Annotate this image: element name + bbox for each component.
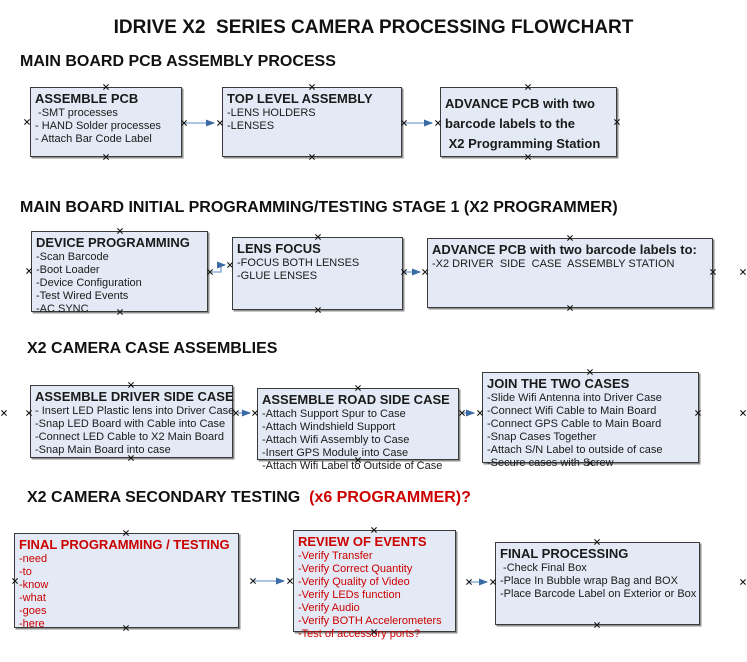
box-item: -LENS HOLDERS <box>227 107 316 119</box>
box-item: -Snap Main Board into case <box>35 444 171 456</box>
box-item: -Place Barcode Label on Exterior or Box <box>500 588 697 600</box>
box-item: -Verify Transfer <box>298 550 373 562</box>
box-item: -Attach Windshield Support <box>262 421 396 433</box>
box-title: ASSEMBLE DRIVER SIDE CASE <box>35 389 234 404</box>
box-device-programming: DEVICE PROGRAMMING -Scan Barcode -Boot L… <box>31 231 208 315</box>
box-assemble-pcb: ASSEMBLE PCB -SMT processes - HAND Solde… <box>30 87 182 157</box>
box-item: -Verify LEDs function <box>298 589 401 601</box>
box-final-programming-testing: FINAL PROGRAMMING / TESTING -need -to -k… <box>14 533 239 630</box>
box-item: -Connect LED Cable to X2 Main Board <box>35 431 224 443</box>
box-item: -SMT processes <box>35 107 118 119</box>
box-item: -Scan Barcode <box>36 251 109 263</box>
heading-black-part: X2 CAMERA SECONDARY TESTING <box>27 489 310 506</box>
box-title: DEVICE PROGRAMMING <box>36 235 190 250</box>
anchor-x-icons <box>0 83 747 636</box>
box-title: ADVANCE PCB with two barcode labels to: <box>432 242 697 257</box>
box-item: -what <box>19 592 46 604</box>
box-item: -Insert GPS Module into Case <box>262 447 409 459</box>
box-item: -to <box>19 566 32 578</box>
box-item: -Verify Audio <box>298 602 360 614</box>
box-item: -need <box>19 553 48 565</box>
box-top-level-assembly: TOP LEVEL ASSEMBLY -LENS HOLDERS -LENSES <box>222 87 402 157</box>
box-item: -Verify Quality of Video <box>298 576 410 588</box>
box-item: - Insert LED Plastic lens into Driver Ca… <box>35 405 235 417</box>
box-item: -Attach S/N Label to outside of case <box>487 444 663 456</box>
flow-arrow-icons <box>185 119 488 586</box>
box-line: X2 Programming Station <box>445 136 601 151</box>
box-review-of-events: REVIEW OF EVENTS -Verify Transfer -Verif… <box>293 530 456 640</box>
box-item: - HAND Solder processes <box>35 120 161 132</box>
box-item: -FOCUS BOTH LENSES <box>237 257 360 269</box>
box-item: -Verify Correct Quantity <box>298 563 413 575</box>
box-title: TOP LEVEL ASSEMBLY <box>227 91 373 106</box>
section-heading-initial-programming: MAIN BOARD INITIAL PROGRAMMING/TESTING S… <box>20 199 618 216</box>
box-item: -Secure cases with Screw <box>487 457 614 469</box>
box-item: -know <box>19 579 49 591</box>
box-item: -Connect Wifi Cable to Main Board <box>487 405 657 417</box>
box-item: -Snap Cases Together <box>487 431 597 443</box>
box-item: -X2 DRIVER SIDE CASE ASSEMBLY STATION <box>432 258 675 270</box>
box-line: ADVANCE PCB with two <box>445 96 595 111</box>
section-heading-secondary-testing: X2 CAMERA SECONDARY TESTING (x6 PROGRAMM… <box>27 489 471 507</box>
box-item: -Verify BOTH Accelerometers <box>298 615 442 627</box>
page-title: IDRIVE X2 SERIES CAMERA PROCESSING FLOWC… <box>113 17 634 38</box>
box-title: FINAL PROGRAMMING / TESTING <box>19 537 230 552</box>
section-heading-case-assemblies: X2 CAMERA CASE ASSEMBLIES <box>27 340 278 357</box>
box-item: -Attach Support Spur to Case <box>262 408 406 420</box>
heading-red-part: (x6 PROGRAMMER)? <box>309 489 471 506</box>
box-title: FINAL PROCESSING <box>500 546 629 561</box>
box-item: -GLUE LENSES <box>237 270 318 282</box>
box-item: -Device Configuration <box>36 277 142 289</box>
box-item: -Check Final Box <box>500 562 587 574</box>
box-item: -Snap LED Board with Cable into Case <box>35 418 226 430</box>
box-line: barcode labels to the <box>445 116 576 131</box>
box-title: LENS FOCUS <box>237 241 321 256</box>
box-item: -Boot Loader <box>36 264 100 276</box>
box-item: -LENSES <box>227 120 275 132</box>
box-item: -Attach Wifi Assembly to Case <box>262 434 410 446</box>
box-title: JOIN THE TWO CASES <box>487 376 630 391</box>
box-item: -here <box>19 618 45 630</box>
box-advance-pcb-to-programming-station: ADVANCE PCB with two barcode labels to t… <box>440 87 617 157</box>
section-heading-pcb-assembly: MAIN BOARD PCB ASSEMBLY PROCESS <box>20 53 336 70</box>
box-item: -goes <box>19 605 47 617</box>
box-lens-focus: LENS FOCUS -FOCUS BOTH LENSES -GLUE LENS… <box>232 237 403 310</box>
box-item: -Slide Wifi Antenna into Driver Case <box>487 392 662 404</box>
box-item: -Place In Bubble wrap Bag and BOX <box>500 575 678 587</box>
box-assemble-driver-side-case: ASSEMBLE DRIVER SIDE CASE - Insert LED P… <box>30 385 235 458</box>
box-item: -Test Wired Events <box>36 290 129 302</box>
box-title: ASSEMBLE PCB <box>35 91 139 106</box>
box-item: -AC SYNC <box>36 303 89 315</box>
box-item: - Attach Bar Code Label <box>35 133 152 145</box>
box-title: REVIEW OF EVENTS <box>298 534 427 549</box>
box-item: -Attach Wifi Label to Outside of Case <box>262 460 443 472</box>
box-title: ASSEMBLE ROAD SIDE CASE <box>262 392 450 407</box>
box-item: -Connect GPS Cable to Main Board <box>487 418 662 430</box>
